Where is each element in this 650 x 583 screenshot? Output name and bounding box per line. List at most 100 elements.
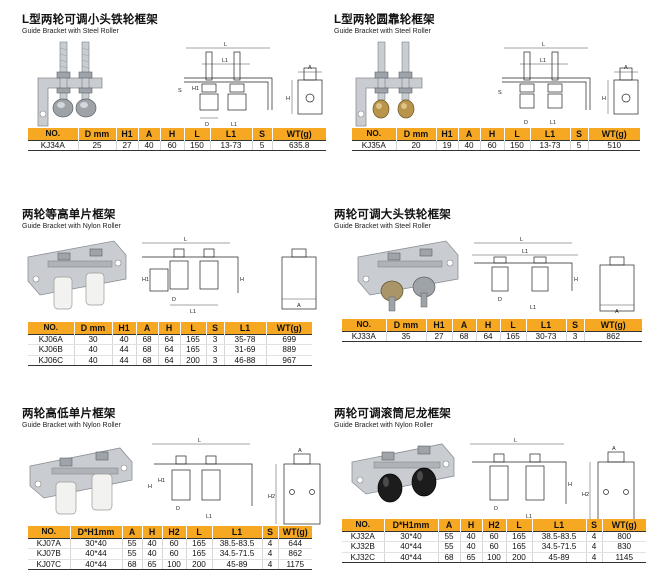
table-cell: 40 [138, 139, 161, 151]
svg-text:L1: L1 [222, 58, 228, 64]
svg-text:D: D [498, 297, 502, 303]
svg-text:D: D [176, 506, 180, 512]
svg-text:L: L [520, 237, 523, 243]
column-header: S [586, 519, 603, 531]
table-cell: 68 [136, 344, 159, 356]
product-photo [351, 443, 455, 503]
product-photo [29, 447, 133, 515]
table-cell: 68 [452, 330, 477, 342]
column-header: L1 [530, 128, 571, 140]
table-cell: 55 [122, 548, 143, 560]
table-cell: 1145 [602, 552, 646, 563]
table-cell: 644 [278, 537, 312, 549]
svg-text:L: L [542, 42, 545, 48]
table-cell: 150 [504, 139, 531, 151]
product-kj33: 两轮可调大头铁轮框架 Guide Bracket with Steel Roll… [334, 209, 646, 342]
table-cell: 25 [78, 139, 117, 151]
table-cell: 35-78 [224, 333, 267, 345]
svg-text:L: L [198, 438, 201, 444]
svg-text:H1: H1 [142, 277, 149, 283]
table-row: KJ32C 40*44 68 65 100 200 45-89 4 1145 [342, 552, 646, 563]
column-header: D mm [386, 319, 427, 331]
column-header: L1 [532, 519, 587, 531]
svg-text:L1: L1 [540, 58, 546, 64]
table-cell: 200 [186, 559, 213, 570]
column-header: A [136, 322, 159, 334]
column-header: H [142, 526, 163, 538]
product-kj06: 两轮等高单片框架 Guide Bracket with Nylon Roller… [22, 209, 334, 366]
table-cell: 60 [482, 530, 507, 542]
table-cell: 40*44 [70, 548, 123, 560]
spec-table: NO. D*H1mm A H H2 L L1 S WT(g) KJ32A 30*… [342, 519, 646, 563]
product-title-cn: 两轮高低单片框架 [22, 408, 116, 420]
product-kj32: 两轮可调滚筒尼龙框架 Guide Bracket with Nylon Roll… [334, 408, 646, 563]
table-cell: KJ35A [352, 139, 397, 151]
product-kj07: 两轮高低单片框架 Guide Bracket with Nylon Roller… [22, 408, 334, 570]
table-cell: 3 [206, 333, 225, 345]
table-cell: 46-88 [224, 355, 267, 366]
column-header: A [138, 128, 161, 140]
column-header: A [438, 519, 461, 531]
svg-text:H1: H1 [192, 86, 199, 92]
svg-text:L: L [224, 42, 227, 48]
table-cell: 40 [74, 355, 113, 366]
table-cell: 889 [266, 344, 312, 356]
table-cell: KJ07A [28, 537, 71, 549]
table-cell: 1175 [278, 559, 312, 570]
table-header-row: NO. D mm H1 A H L S L1 WT(g) [28, 322, 312, 334]
column-header: L1 [210, 128, 253, 140]
table-row: KJ06C 40 44 68 64 200 3 46-88 967 [28, 355, 312, 366]
table-cell: 38.5-83.5 [212, 537, 263, 549]
table-cell: 40 [460, 541, 483, 553]
column-header: H [460, 519, 483, 531]
product-photo [27, 240, 127, 310]
svg-text:D: D [172, 297, 176, 303]
column-header: H1 [112, 322, 137, 334]
table-cell: 60 [160, 139, 185, 151]
svg-text:L1: L1 [190, 309, 196, 315]
table-cell: 150 [184, 139, 211, 151]
svg-text:A: A [624, 65, 628, 71]
product-title-en: Guide Bracket with Steel Roller [334, 223, 431, 230]
table-cell: 31-69 [224, 344, 267, 356]
table-cell: 165 [186, 537, 213, 549]
column-header: D mm [396, 128, 437, 140]
table-cell: 200 [180, 355, 207, 366]
spec-table: NO. D mm H1 A H L S L1 WT(g) KJ06A 30 40… [28, 322, 312, 366]
column-header: L [504, 128, 531, 140]
table-cell: 100 [482, 552, 507, 563]
table-cell: 60 [162, 548, 187, 560]
svg-text:L1: L1 [526, 514, 532, 520]
column-header: H [158, 322, 181, 334]
table-cell: 4 [262, 537, 279, 549]
table-cell: 40 [458, 139, 481, 151]
table-cell: KJ32C [342, 552, 385, 563]
table-cell: 40 [142, 537, 163, 549]
product-title-en: Guide Bracket with Nylon Roller [22, 422, 121, 429]
table-cell: 862 [278, 548, 312, 560]
table-cell: 19 [436, 139, 459, 151]
column-header: H2 [162, 526, 187, 538]
column-header: NO. [28, 322, 75, 334]
spec-table: NO. D mm H1 A H L L1 S WT(g) KJ35A 20 19… [352, 128, 640, 151]
product-photo [357, 240, 459, 312]
svg-text:A: A [297, 303, 301, 309]
table-header-row: NO. D*H1mm A H H2 L L1 S WT(g) [28, 526, 312, 538]
svg-text:A: A [615, 309, 619, 315]
svg-text:H: H [574, 277, 578, 283]
table-cell: KJ32B [342, 541, 385, 553]
product-title-en: Guide Bracket with Nylon Roller [334, 422, 433, 429]
table-cell: 44 [112, 344, 137, 356]
product-title-cn: L型两轮可调小头铁轮框架 [22, 14, 158, 26]
table-cell: 4 [262, 559, 279, 570]
table-cell: 55 [438, 541, 461, 553]
column-header: L [184, 128, 211, 140]
table-cell: 40 [460, 530, 483, 542]
column-header: H [480, 128, 505, 140]
table-row: KJ07C 40*44 68 65 100 200 45-89 4 1175 [28, 559, 312, 570]
table-cell: 60 [480, 139, 505, 151]
product-title-cn: 两轮可调滚筒尼龙框架 [334, 408, 451, 420]
column-header: WT(g) [602, 519, 646, 531]
table-cell: 30*40 [70, 537, 123, 549]
svg-text:L1: L1 [530, 305, 536, 311]
